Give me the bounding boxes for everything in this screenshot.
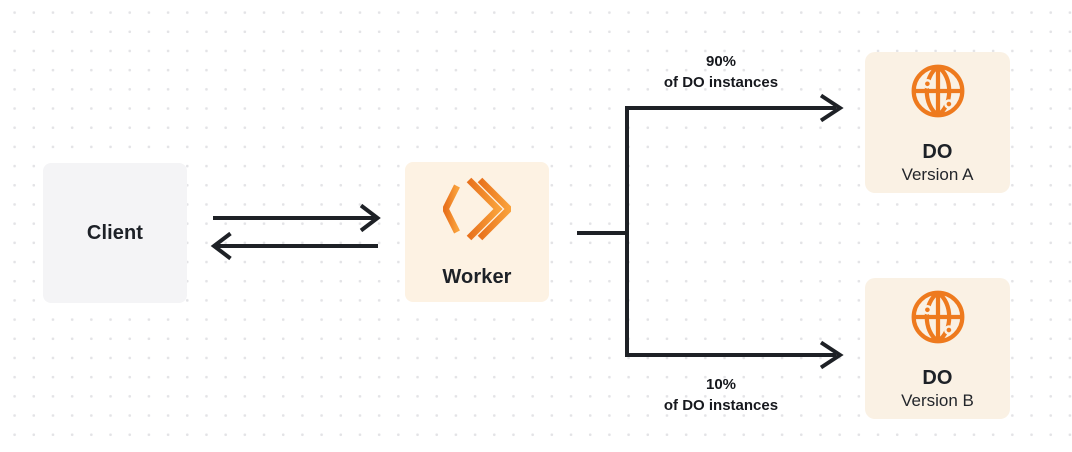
route-b-share-label: 10% of DO instances [611, 374, 831, 416]
route-b-percent: 10% [705, 376, 737, 393]
do-a-title: DO [922, 141, 953, 163]
arrowhead-client-to-worker [359, 203, 381, 233]
branch-split-line [625, 106, 836, 357]
route-a-percent: 90% [705, 53, 737, 70]
durable-object-globe-icon [911, 64, 964, 118]
do-version-a-node: DO Version A [865, 52, 1010, 193]
worker-label: Worker [442, 266, 512, 288]
route-b-caption: of DO instances [663, 397, 779, 414]
do-b-subtitle: Version B [901, 391, 974, 410]
do-version-b-node: DO Version B [865, 278, 1010, 419]
arrowhead-worker-to-client [210, 231, 232, 261]
route-a-share-label: 90% of DO instances [611, 51, 831, 93]
do-b-title: DO [922, 367, 953, 389]
route-a-caption: of DO instances [663, 74, 779, 91]
workers-logo-icon [443, 177, 511, 241]
client-label: Client [86, 222, 144, 244]
worker-node: Worker [405, 162, 549, 302]
durable-object-globe-icon [911, 290, 964, 344]
client-node: Client [43, 163, 187, 303]
arrowhead-to-do-a [819, 93, 844, 123]
do-a-subtitle: Version A [901, 165, 974, 184]
arrowhead-to-do-b [819, 340, 844, 370]
